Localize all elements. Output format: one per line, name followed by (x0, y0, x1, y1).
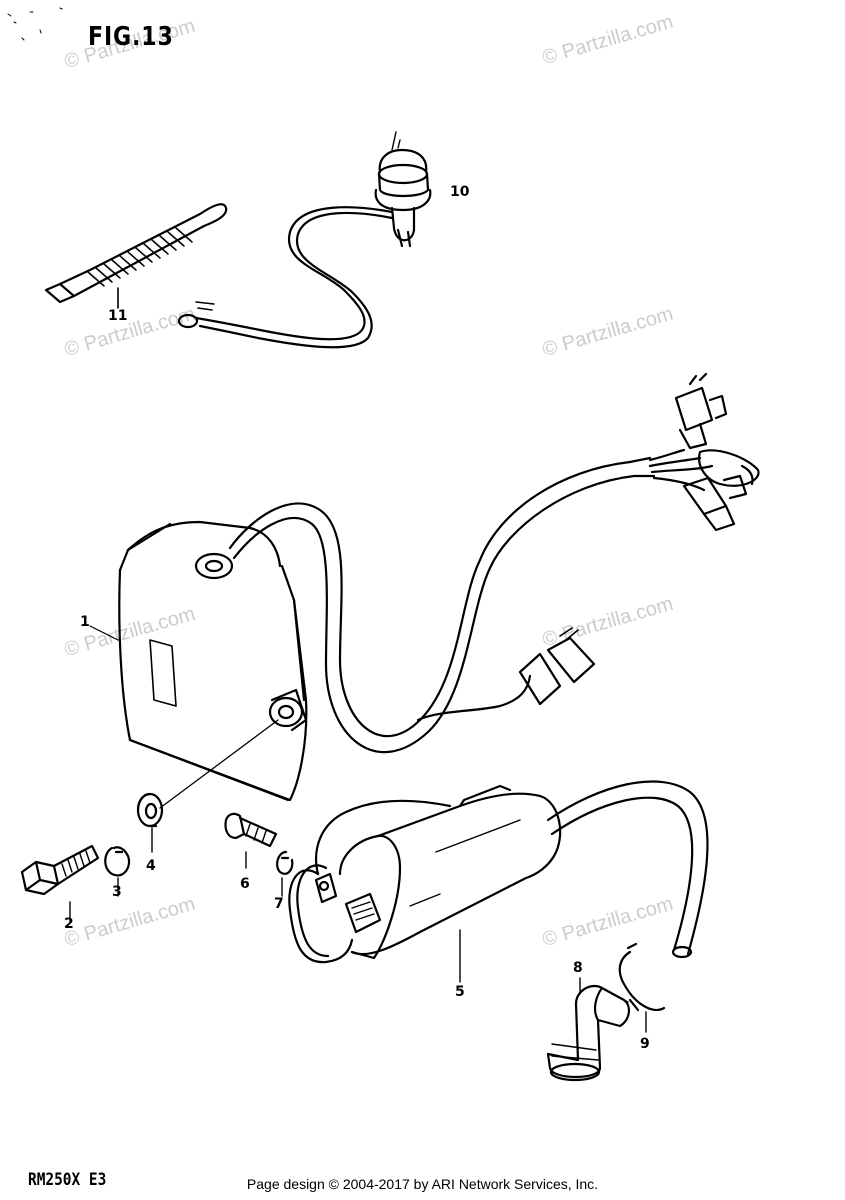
callout-8: 8 (573, 960, 583, 976)
callout-11: 11 (108, 308, 128, 324)
callout-10: 10 (450, 184, 470, 200)
figure-title: FIG.13 (88, 22, 174, 52)
callout-5: 5 (455, 984, 465, 1000)
part-1-cdi-unit (89, 372, 760, 802)
assembly-leader-line (159, 719, 279, 809)
scan-specks (7, 7, 63, 41)
footer-copyright: Page design © 2004-2017 by ARI Network S… (246, 1176, 599, 1192)
callout-3: 3 (112, 884, 122, 900)
callout-1: 1 (80, 614, 90, 630)
callout-2: 2 (64, 916, 74, 932)
part-6-screw (224, 812, 278, 869)
part-3-spring-washer (104, 846, 131, 897)
part-10-switch (177, 131, 432, 349)
part-8-plug-cap (546, 977, 630, 1082)
part-9-clip (618, 942, 666, 1033)
part-11-cable-tie (44, 203, 228, 309)
callout-4: 4 (146, 858, 156, 874)
model-code: RM250X E3 (28, 1170, 107, 1190)
callout-9: 9 (640, 1036, 650, 1052)
callout-7: 7 (274, 896, 284, 912)
part-4-washer (136, 792, 164, 853)
part-7-lock-washer (276, 850, 294, 897)
part-5-ignition-coil (288, 780, 709, 983)
callout-6: 6 (240, 876, 250, 892)
part-2-bolt (20, 844, 100, 923)
